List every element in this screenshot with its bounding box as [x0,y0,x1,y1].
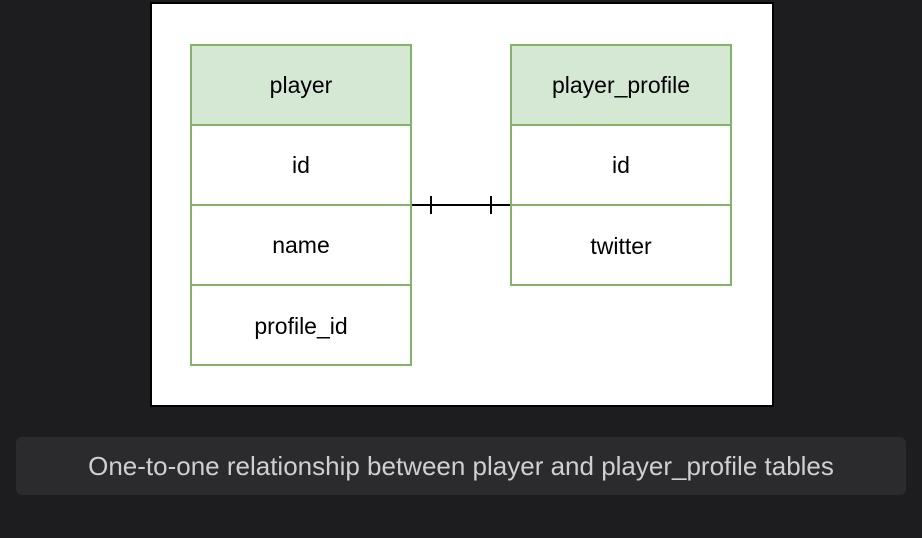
entity-field: id [512,126,730,206]
caption-box: One-to-one relationship between player a… [16,437,906,495]
caption-text: One-to-one relationship between player a… [88,450,834,481]
entity-header: player [192,46,410,126]
entity-field: name [192,206,410,286]
entity-field: twitter [590,232,652,259]
entity-player-profile: player_profile id twitter [510,44,732,286]
entity-header: player_profile [512,46,730,126]
entity-field: id [192,126,410,206]
entity-player: player id name profile_id [190,44,412,366]
entity-field: profile_id [254,312,348,339]
er-diagram: player id name profile_id player_profile… [150,2,774,407]
